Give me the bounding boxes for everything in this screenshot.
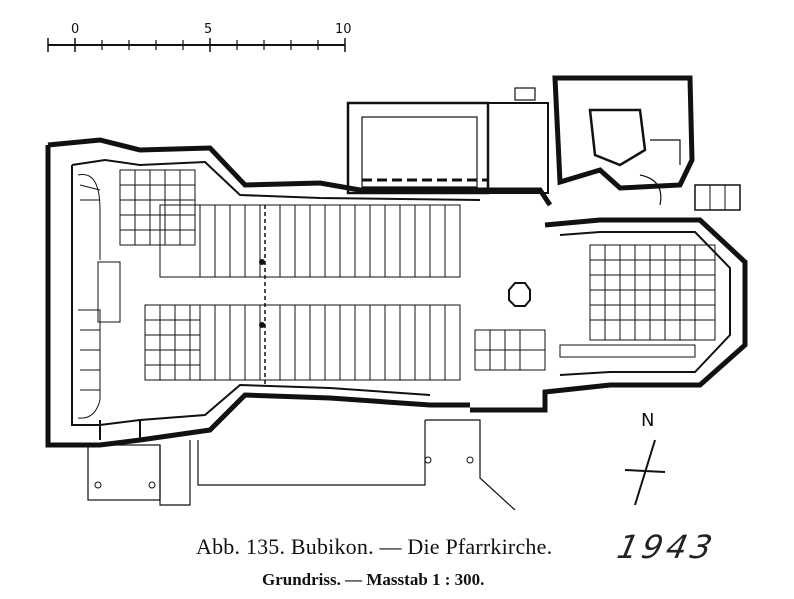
handwritten-year: 1943 <box>613 528 720 566</box>
tower <box>514 75 695 206</box>
nave-walls <box>45 137 553 448</box>
figure-subcaption: Grundriss. — Masstab 1 : 300. <box>262 570 485 589</box>
pews-choir <box>474 244 716 371</box>
porches <box>87 419 516 511</box>
scale-bar <box>47 38 346 52</box>
north-label: N <box>641 410 655 431</box>
north-arrow <box>624 439 666 506</box>
choir <box>470 184 748 413</box>
scale-label-10: 10 <box>335 22 352 37</box>
figure-caption: Abb. 135. Bubikon. — Die Pfarrkirche. <box>196 534 553 559</box>
pews-nave-lower <box>144 205 461 385</box>
scale-label-0: 0 <box>71 22 80 37</box>
staircase-west <box>77 173 121 419</box>
scale-label-5: 5 <box>204 22 213 37</box>
pews-nave-upper <box>119 169 461 278</box>
annex-top <box>346 101 549 195</box>
floor-plan <box>45 38 748 511</box>
baptismal-font <box>508 282 531 307</box>
